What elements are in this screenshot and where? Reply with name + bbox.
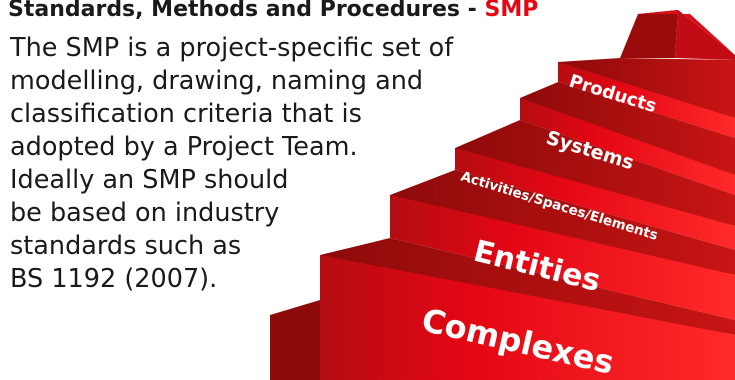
description-line: be based on industry bbox=[10, 198, 280, 228]
title-accent: SMP bbox=[484, 0, 539, 22]
description-line: standards such as bbox=[10, 231, 242, 261]
step-front bbox=[558, 62, 735, 138]
pyramid-step bbox=[520, 82, 735, 195]
pyramid-step bbox=[320, 238, 735, 380]
page-title: Standards, Methods and Procedures - SMP bbox=[8, 0, 538, 22]
pyramid-step bbox=[455, 120, 735, 250]
step-top bbox=[320, 238, 735, 335]
step-top bbox=[455, 120, 735, 226]
pyramid-step bbox=[558, 58, 735, 138]
description-line: The SMP is a project-specific set of bbox=[10, 33, 454, 63]
step-front bbox=[455, 148, 735, 250]
step-top bbox=[270, 300, 320, 380]
apex-side bbox=[620, 10, 678, 58]
description: The SMP is a project-specific set of mod… bbox=[10, 32, 453, 296]
step-front bbox=[320, 255, 735, 380]
pyramid-step bbox=[390, 170, 735, 320]
step-top bbox=[390, 170, 735, 275]
step-front bbox=[520, 98, 735, 195]
step-front bbox=[390, 195, 735, 320]
description-line: adopted by a Project Team. bbox=[10, 132, 358, 162]
description-line: Ideally an SMP should bbox=[10, 165, 289, 195]
description-line: modelling, drawing, naming and bbox=[10, 66, 424, 96]
description-line: classification criteria that is bbox=[10, 99, 362, 129]
step-top bbox=[520, 82, 735, 175]
pyramid-step bbox=[270, 300, 320, 380]
description-line: BS 1192 (2007). bbox=[10, 264, 218, 294]
step-top bbox=[558, 58, 735, 118]
pyramid-apex bbox=[620, 10, 735, 60]
title-text: Standards, Methods and Procedures - bbox=[8, 0, 485, 22]
apex-face bbox=[675, 10, 735, 60]
